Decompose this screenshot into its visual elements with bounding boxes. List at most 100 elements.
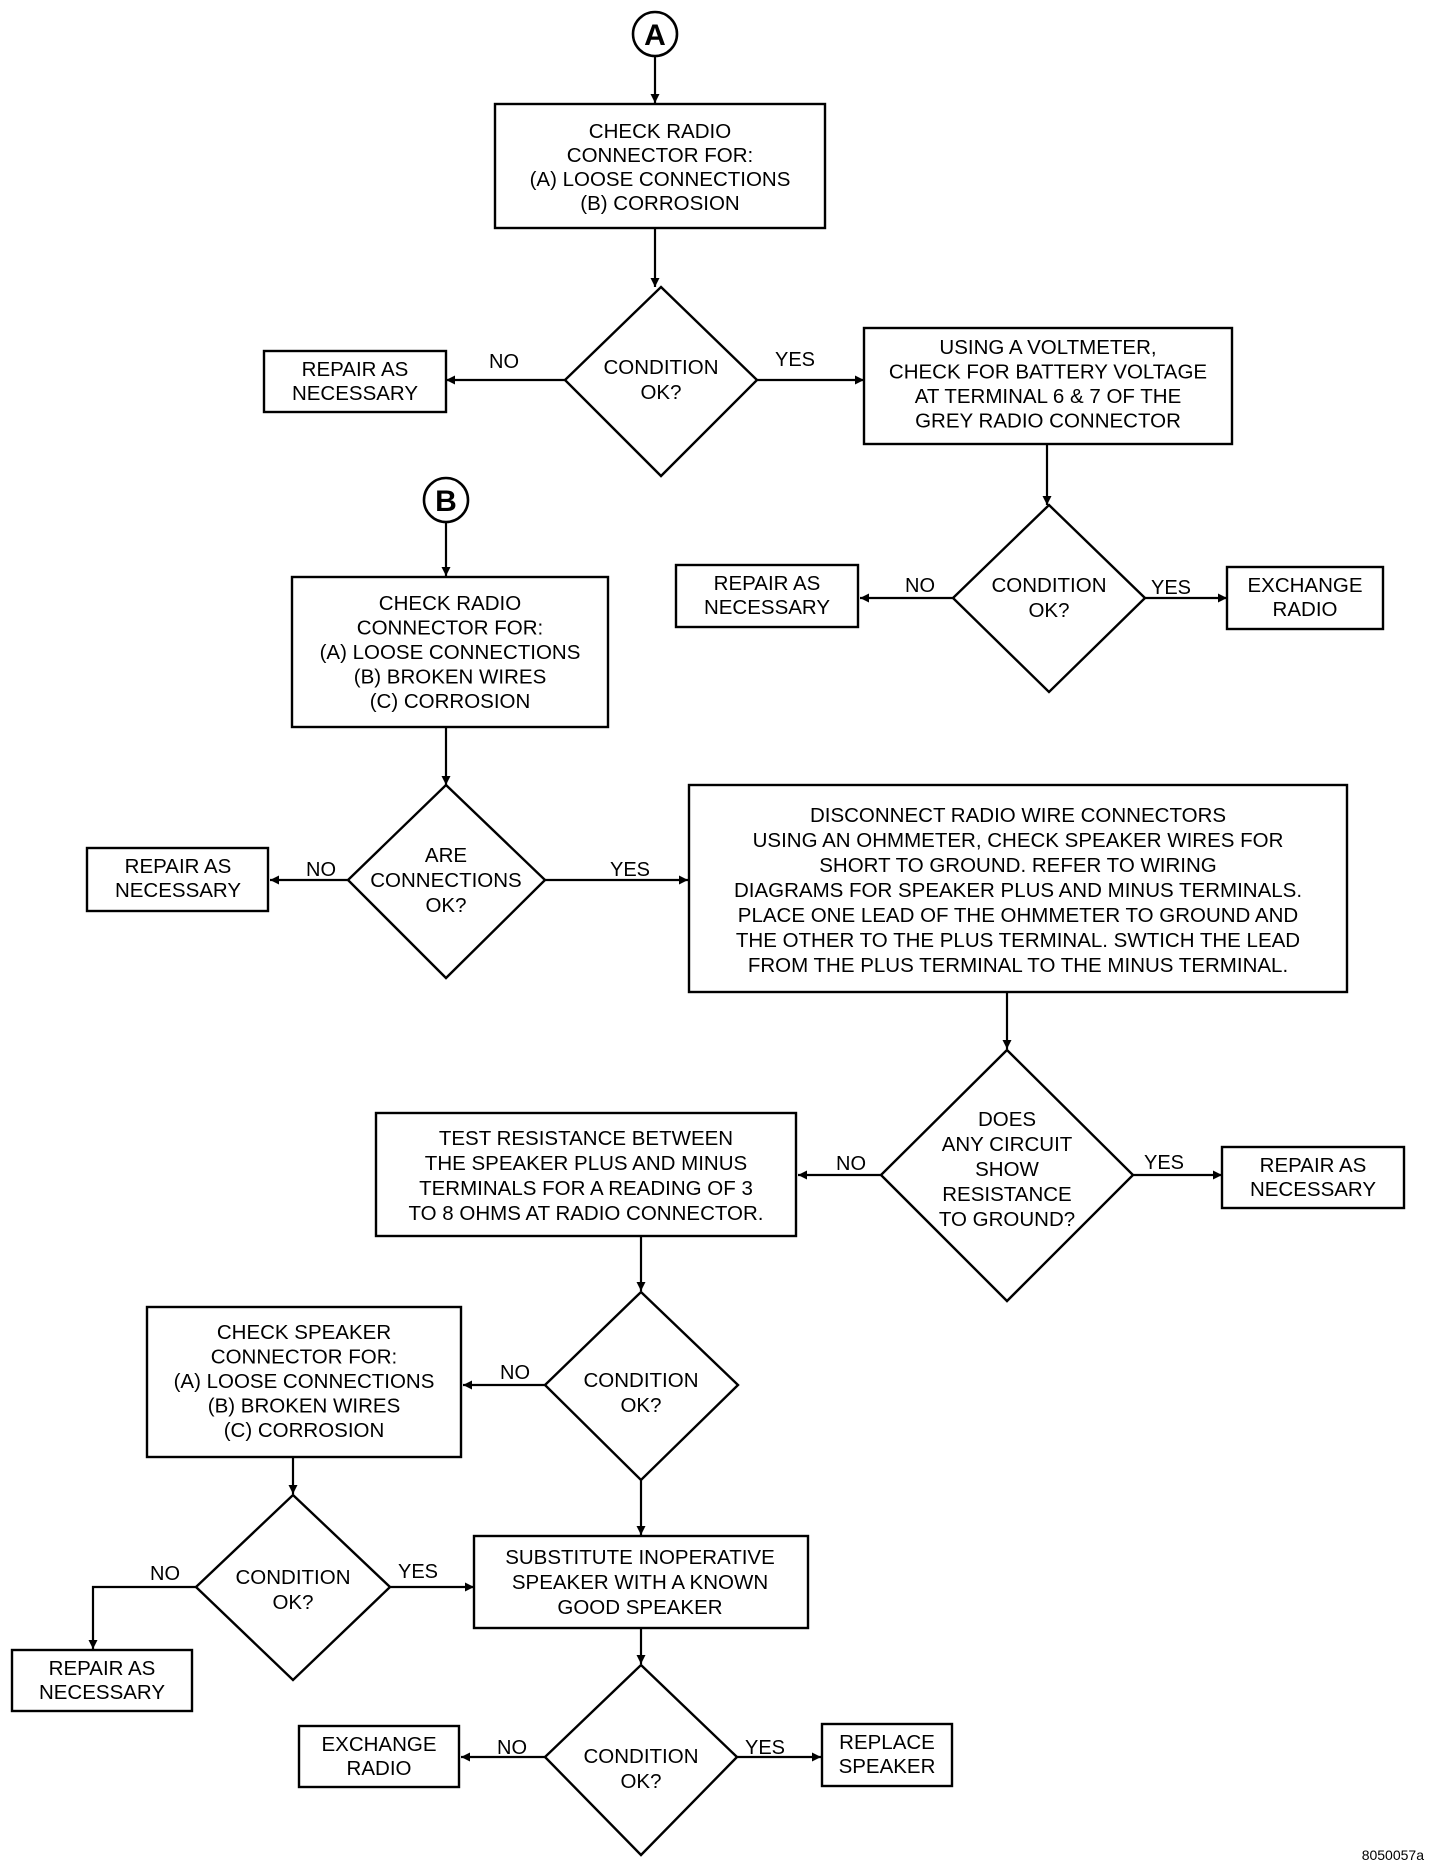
- label-d5-no: NO: [500, 1362, 530, 1384]
- label-d2-yes: YES: [1151, 577, 1191, 599]
- text-line: CONDITION: [583, 1369, 698, 1392]
- label-d7-yes: YES: [745, 1737, 785, 1759]
- flow-lines: [88, 56, 1227, 1762]
- text-line: EXCHANGE: [1247, 574, 1362, 597]
- box-voltmeter-text: USING A VOLTMETER,CHECK FOR BATTERY VOLT…: [889, 336, 1207, 433]
- text-line: (A) LOOSE CONNECTIONS: [174, 1370, 435, 1393]
- label-d7-no: NO: [497, 1737, 527, 1759]
- text-line: NECESSARY: [39, 1681, 165, 1704]
- text-line: DIAGRAMS FOR SPEAKER PLUS AND MINUS TERM…: [734, 879, 1302, 902]
- label-d6-yes: YES: [398, 1561, 438, 1583]
- label-d2-no: NO: [905, 575, 935, 597]
- text-line: TEST RESISTANCE BETWEEN: [439, 1127, 733, 1150]
- text-line: PLACE ONE LEAD OF THE OHMMETER TO GROUND…: [738, 904, 1298, 927]
- text-line: EXCHANGE: [321, 1733, 436, 1756]
- text-line: (C) CORROSION: [370, 690, 531, 713]
- label-d3-yes: YES: [610, 859, 650, 881]
- text-line: TO 8 OHMS AT RADIO CONNECTOR.: [408, 1202, 763, 1225]
- text-line: (A) LOOSE CONNECTIONS: [530, 168, 791, 191]
- text-line: (C) CORROSION: [224, 1419, 385, 1442]
- connector-b-label: B: [435, 485, 457, 518]
- text-line: RADIO: [347, 1757, 412, 1780]
- figure-code: 8050057a: [1362, 1847, 1425, 1863]
- text-line: TO GROUND?: [939, 1208, 1075, 1231]
- text-line: OK?: [620, 1770, 661, 1793]
- label-d1-yes: YES: [775, 349, 815, 371]
- text-line: USING AN OHMMETER, CHECK SPEAKER WIRES F…: [753, 829, 1284, 852]
- label-d4-yes: YES: [1144, 1152, 1184, 1174]
- text-line: CHECK RADIO: [379, 592, 521, 615]
- text-line: THE SPEAKER PLUS AND MINUS: [425, 1152, 747, 1175]
- text-line: REPAIR AS: [714, 572, 821, 595]
- text-line: RADIO: [1273, 598, 1338, 621]
- text-line: ANY CIRCUIT: [942, 1133, 1073, 1156]
- text-line: GREY RADIO CONNECTOR: [915, 410, 1181, 433]
- label-d1-no: NO: [489, 351, 519, 373]
- text-line: ARE: [425, 844, 467, 867]
- text-line: REPLACE: [839, 1731, 935, 1754]
- text-line: (B) BROKEN WIRES: [208, 1395, 401, 1418]
- text-line: THE OTHER TO THE PLUS TERMINAL. SWTICH T…: [736, 929, 1300, 952]
- text-line: TERMINALS FOR A READING OF 3: [419, 1177, 753, 1200]
- label-d4-no: NO: [836, 1153, 866, 1175]
- text-line: DOES: [978, 1108, 1036, 1131]
- text-line: SHORT TO GROUND. REFER TO WIRING: [819, 854, 1217, 877]
- text-line: OK?: [620, 1394, 661, 1417]
- text-line: (B) CORROSION: [580, 192, 739, 215]
- box-voltmeter: USING A VOLTMETER,CHECK FOR BATTERY VOLT…: [862, 326, 1234, 446]
- connector-a-label: A: [644, 19, 666, 52]
- text-line: USING A VOLTMETER,: [939, 336, 1156, 359]
- text-line: OK?: [1028, 599, 1069, 622]
- text-line: NECESSARY: [704, 596, 830, 619]
- text-line: RESISTANCE: [942, 1183, 1071, 1206]
- text-line: NECESSARY: [115, 879, 241, 902]
- text-line: CHECK SPEAKER: [217, 1321, 391, 1344]
- text-line: NECESSARY: [292, 382, 418, 405]
- text-line: CONDITION: [235, 1566, 350, 1589]
- text-line: SUBSTITUTE INOPERATIVE: [505, 1546, 775, 1569]
- text-line: REPAIR AS: [125, 855, 232, 878]
- text-line: REPAIR AS: [302, 358, 409, 381]
- text-line: REPAIR AS: [49, 1657, 156, 1680]
- text-line: CONNECTOR FOR:: [357, 617, 543, 640]
- text-line: FROM THE PLUS TERMINAL TO THE MINUS TERM…: [748, 954, 1288, 977]
- text-line: OK?: [640, 381, 681, 404]
- text-line: SPEAKER: [839, 1755, 936, 1778]
- label-d6-no: NO: [150, 1563, 180, 1585]
- flow-line: [88, 1585, 196, 1649]
- text-line: GOOD SPEAKER: [557, 1596, 722, 1619]
- text-line: DISCONNECT RADIO WIRE CONNECTORS: [810, 804, 1226, 827]
- text-line: CONNECTIONS: [370, 869, 521, 892]
